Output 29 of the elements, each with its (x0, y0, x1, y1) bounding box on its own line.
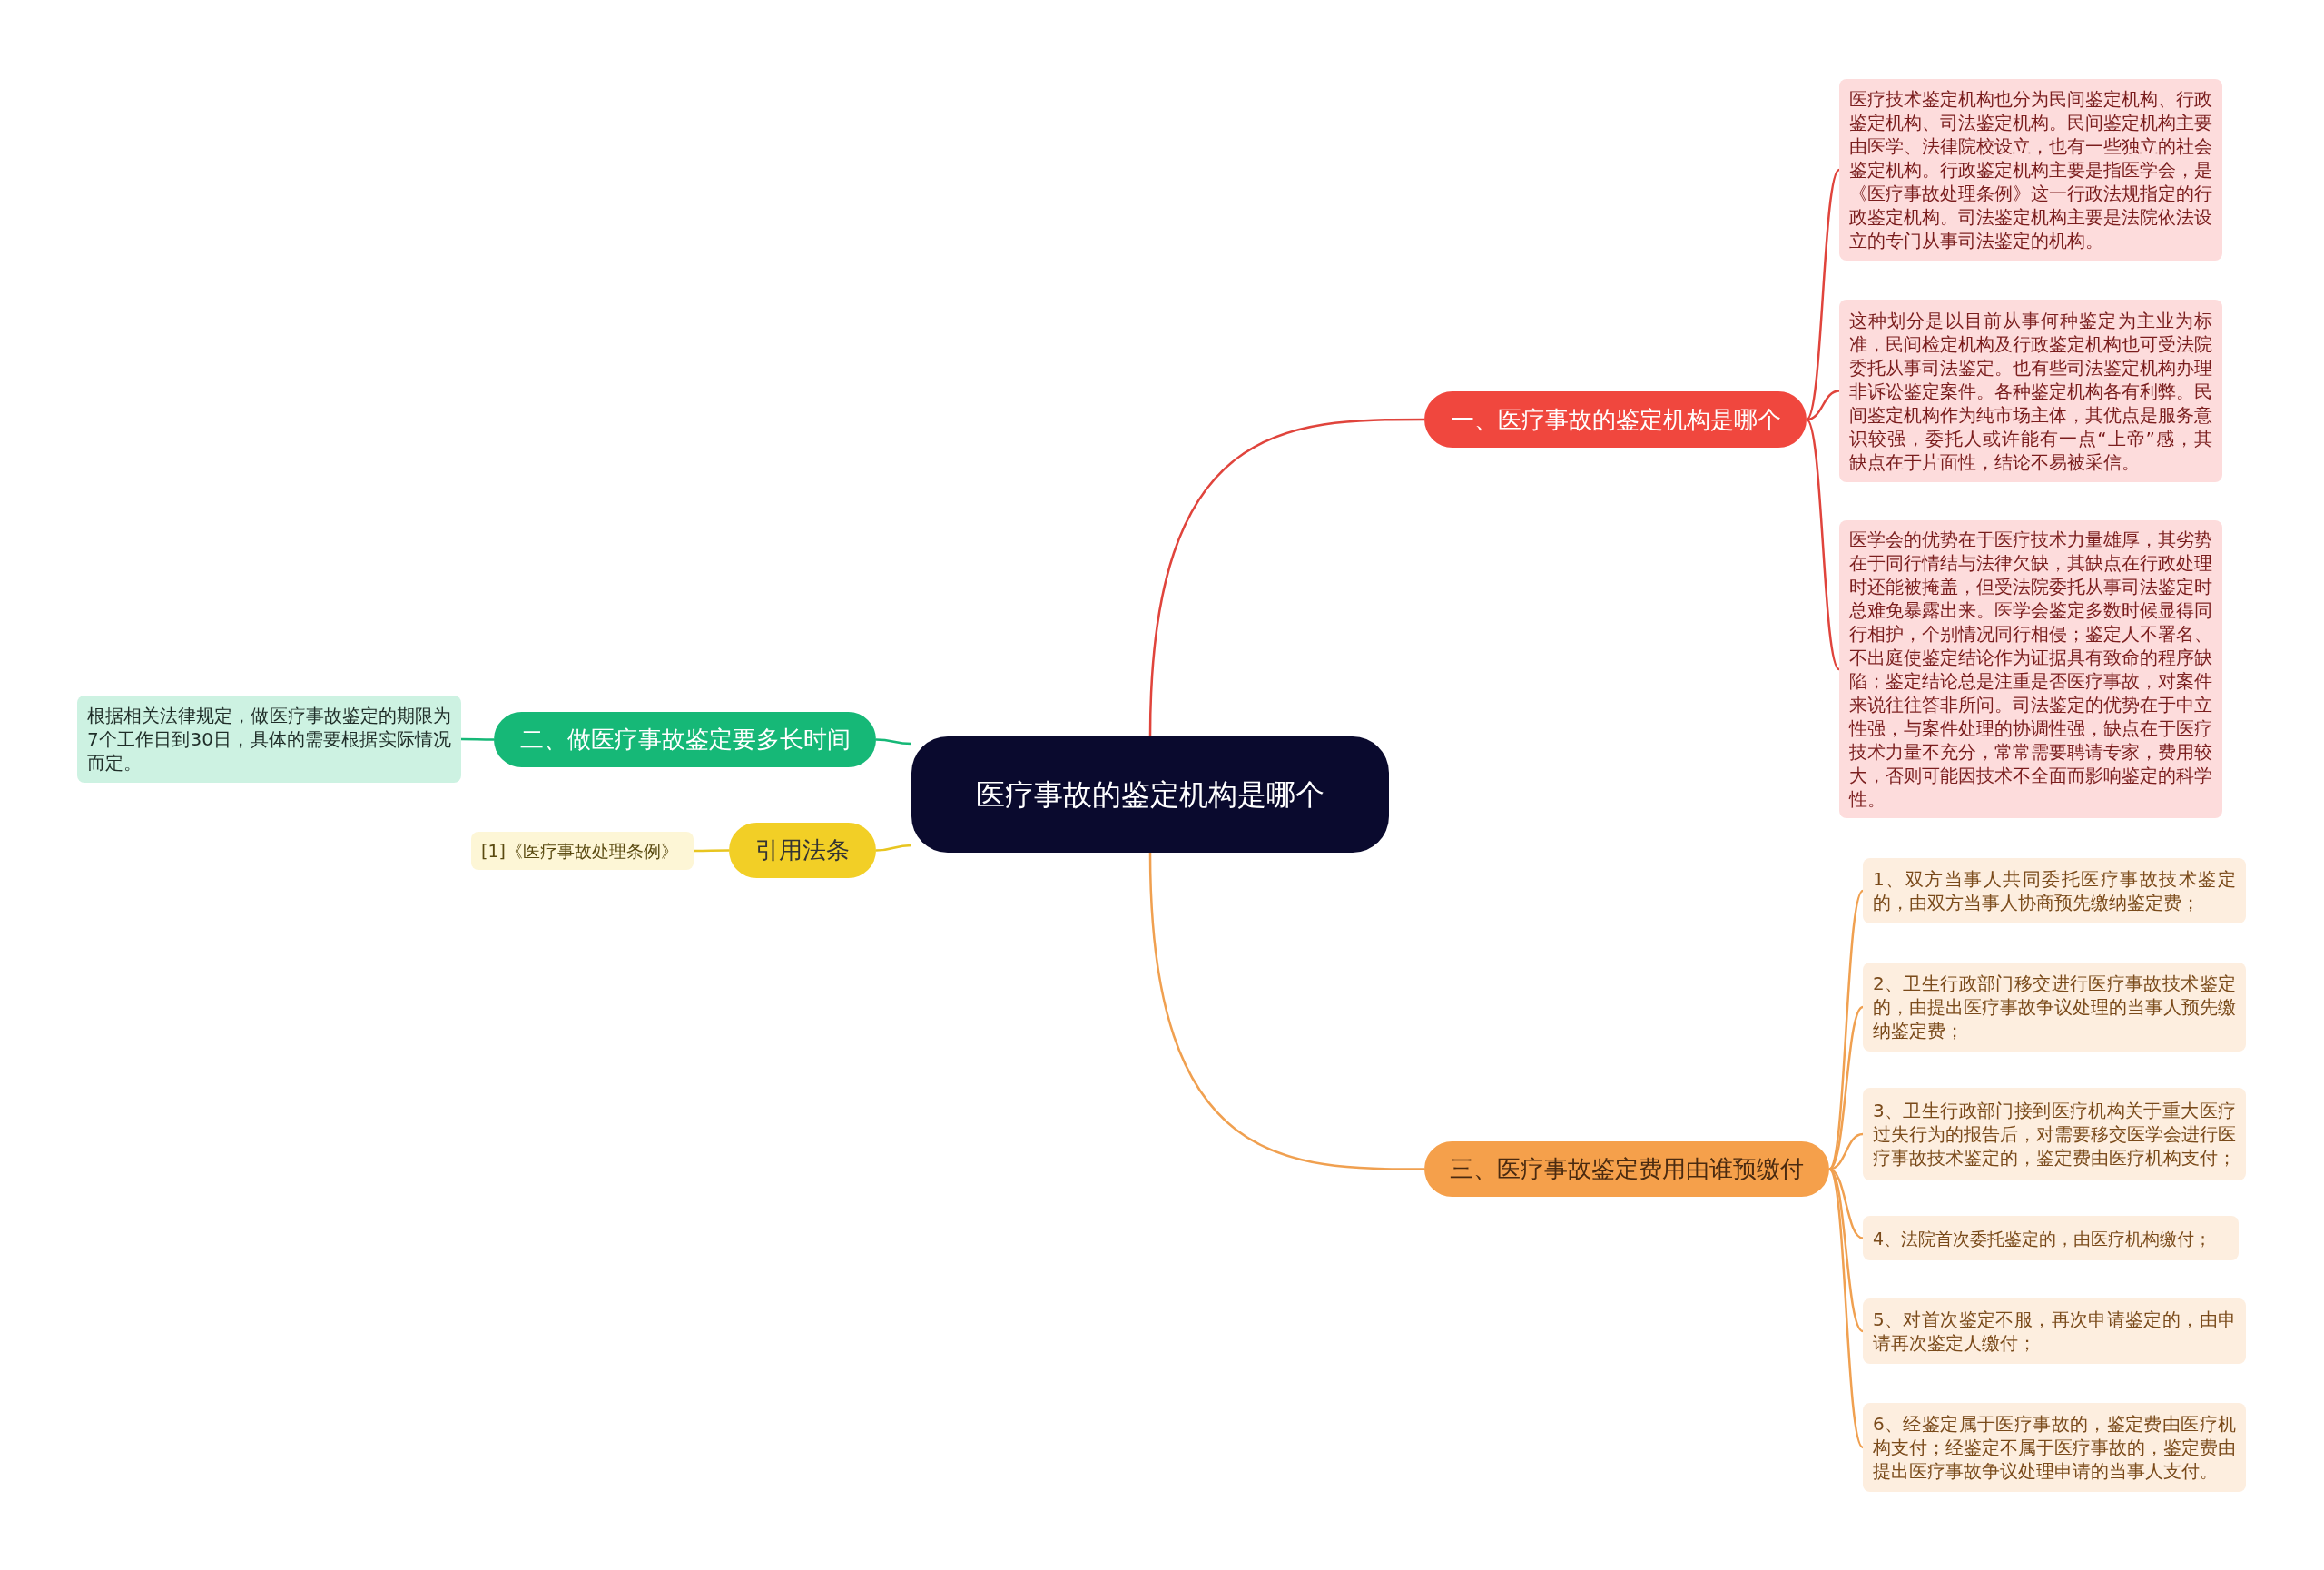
note-box: 6、经鉴定属于医疗事故的，鉴定费由医疗机构支付；经鉴定不属于医疗事故的，鉴定费由提出医疗事故争议处理申请的当事人支付。 (1863, 1403, 2246, 1492)
branch-topic: 一、医疗事故的鉴定机构是哪个 (1424, 391, 1807, 448)
branch-topic: 三、医疗事故鉴定费用由谁预缴付 (1424, 1141, 1829, 1197)
connector-line (1148, 418, 1424, 737)
connector-line (1828, 1168, 1864, 1332)
connector-line (1827, 1168, 1865, 1448)
connector-line (1148, 852, 1424, 1170)
branch-topic: 二、做医疗事故鉴定要多长时间 (494, 712, 876, 767)
note-box: 1、双方当事人共同委托医疗事故技术鉴定的，由双方当事人协商预先缴纳鉴定费； (1863, 858, 2246, 923)
connector-line (694, 849, 729, 853)
connector-line (1828, 1006, 1864, 1170)
note-box: [1]《医疗事故处理条例》 (471, 832, 694, 870)
note-box: 医学会的优势在于医疗技术力量雄厚，其劣势在于同行情结与法律欠缺，其缺点在行政处理时还能被掩盖，但受法院委托从事司法鉴定时总难免暴露出来。医学会鉴定多数时候显得同行相护，个别情况同行相侵；鉴定人不署名、不出庭使鉴定结论作为证据具有致命的程序缺陷；鉴定结论总是注重是否医疗事故，对案件来说往往答非所问。司法鉴定的优势在于中立性强，与案件处理的协调性强，缺点在于医疗技术力量不充分，常常需要聘请专家，费用较大，否则可能因技术不全面而影响鉴定的科学性。 (1839, 520, 2222, 818)
connector-line (875, 738, 912, 746)
connector-line (875, 844, 912, 852)
note-box: 医疗技术鉴定机构也分为民间鉴定机构、行政鉴定机构、司法鉴定机构。民间鉴定机构主要由医学、法律院校设立，也有一些独立的社会鉴定机构。行政鉴定机构主要是指医学会，是《医疗事故处理条例》这一行政法规指定的行政鉴定机构。司法鉴定机构主要是法院依法设立的专门从事司法鉴定的机构。 (1839, 79, 2222, 261)
note-box: 2、卫生行政部门移交进行医疗事故技术鉴定的，由提出医疗事故争议处理的当事人预先缴纳鉴定费； (1863, 963, 2246, 1052)
note-box: 5、对首次鉴定不服，再次申请鉴定的，由申请再次鉴定人缴付； (1863, 1298, 2246, 1364)
central-topic: 医疗事故的鉴定机构是哪个 (911, 736, 1389, 853)
note-box: 这种划分是以目前从事何种鉴定为主业为标准，民间检定机构及行政鉴定机构也可受法院委托从事司法鉴定。也有些司法鉴定机构办理非诉讼鉴定案件。各种鉴定机构各有利弊。民间鉴定机构作为纯市场主体，其优点是服务意识较强，委托人或许能有一点“上帝”感，其缺点在于片面性，结论不易被采信。 (1839, 300, 2222, 482)
connector-line (1827, 890, 1865, 1170)
connector-line (461, 737, 494, 741)
note-box: 3、卫生行政部门接到医疗机构关于重大医疗过失行为的报告后，对需要移交医学会进行医疗事故技术鉴定的，鉴定费由医疗机构支付； (1863, 1088, 2246, 1180)
connector-line (1806, 419, 1840, 670)
note-box: 4、法院首次委托鉴定的，由医疗机构缴付； (1863, 1216, 2239, 1260)
connector-line (1806, 390, 1840, 421)
note-box: 根据相关法律规定，做医疗事故鉴定的期限为7个工作日到30日，具体的需要根据实际情况而定。 (77, 696, 461, 783)
connector-line (1806, 169, 1840, 420)
branch-topic: 引用法条 (729, 823, 876, 878)
